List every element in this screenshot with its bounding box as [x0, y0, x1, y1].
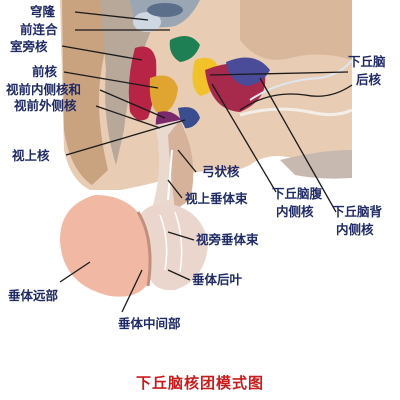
label-distal-part: 垂体远部	[8, 288, 59, 303]
leader-supraoptic-tract	[167, 179, 183, 199]
figure-caption: 下丘脑核团模式图	[136, 374, 264, 392]
label-preoptic-medial: 视前内侧核和	[6, 82, 81, 97]
posterior-fibers	[159, 211, 183, 273]
leader-posterior-lobe	[167, 269, 191, 281]
label-dorsomedial: 下丘脑背	[332, 204, 383, 219]
label-supraoptic: 视上核	[12, 148, 50, 163]
supraoptic-shape	[178, 107, 200, 129]
leader-anterior	[63, 71, 159, 89]
label-ventromedial-2: 内侧核	[276, 204, 314, 219]
leader-optic-chiasm	[74, 11, 149, 21]
leader-paraventricular-tract	[167, 231, 195, 241]
pituitary-posterior	[140, 203, 208, 291]
intermediate-line	[136, 211, 152, 287]
label-dorsomedial-2: 内侧核	[336, 222, 374, 237]
leader-lines	[59, 11, 349, 313]
green-nucleus	[169, 36, 200, 62]
dorsomedial-shape	[226, 57, 270, 86]
label-anterior: 前核	[32, 64, 58, 79]
leader-supraoptic	[65, 119, 186, 156]
label-ventromedial: 下丘脑腹	[272, 186, 323, 201]
leader-paraventricular	[61, 45, 143, 61]
label-posterior-2: 后核	[356, 72, 382, 87]
label-intermediate-part: 垂体中间部	[118, 316, 181, 331]
label-paraventricular: 室旁核	[10, 39, 48, 54]
label-posterior: 下丘脑	[348, 54, 386, 69]
leader-dorsomedial	[259, 77, 337, 213]
fornix-dark	[147, 3, 183, 17]
label-optic-chiasm: 穹隆	[30, 4, 56, 19]
labels: 穹隆 前连合 室旁核 前核 视前内侧核和 视前外侧核 视上核 下丘脑 后核 弓状…	[6, 4, 386, 331]
leader-posterior	[209, 71, 349, 76]
fiber-2	[239, 107, 353, 117]
leader-preoptic-medial	[99, 89, 166, 119]
anatomy-illustration	[60, 0, 353, 297]
stalk-fiber	[167, 149, 173, 201]
leader-intermediate-part	[121, 269, 143, 313]
label-preoptic-lateral: 视前外侧核	[14, 98, 77, 113]
thalamus-area	[240, 0, 352, 60]
leader-arcuate	[177, 149, 197, 173]
label-arcuate: 弓状核	[202, 164, 240, 179]
midbrain-edge	[280, 150, 352, 179]
label-posterior-lobe: 垂体后叶	[192, 272, 243, 287]
leader-ventromedial	[211, 83, 277, 193]
label-paraventricular-tract: 视旁垂体束	[196, 232, 259, 247]
fornix	[133, 12, 161, 32]
leader-preoptic-lateral	[95, 105, 161, 129]
label-anterior-commissure: 前连合	[20, 22, 58, 37]
label-supraoptic-tract: 视上垂体束	[185, 191, 248, 206]
paraventricular-nucleus-shape	[128, 46, 157, 121]
pituitary-distal	[60, 195, 152, 297]
anterior-nucleus-shape	[149, 75, 178, 115]
fiber-1	[239, 84, 353, 111]
leader-distal-part	[59, 261, 91, 283]
